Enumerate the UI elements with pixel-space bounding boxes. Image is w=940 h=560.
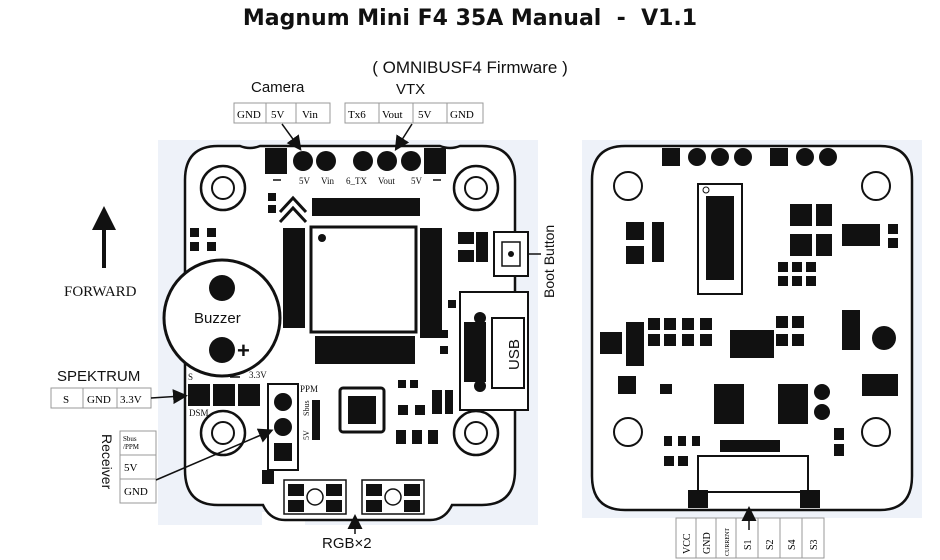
usb-port[interactable]: USB <box>459 291 529 411</box>
esc-pin-s4: S4 <box>787 539 798 550</box>
flight-controller-board: 5V Vin 6_TX Vout 5V <box>158 140 538 525</box>
vtx-pads: 6_TX Vout 5V <box>346 148 446 186</box>
spektrum-silk-s: S <box>188 372 193 382</box>
vtx-silk-5v: 5V <box>411 176 423 186</box>
receiver-pin-gnd: GND <box>124 486 148 498</box>
receiver-pads: PPM Sbus 5V <box>267 383 318 471</box>
spektrum-pin-table: S GND 3.3V <box>50 387 152 409</box>
buzzer-label: Buzzer <box>194 310 241 327</box>
camera-silk-vin: Vin <box>321 176 334 186</box>
forward-arrow: FORWARD <box>64 206 137 300</box>
esc-pin-gnd: GND <box>702 532 713 554</box>
esc-board <box>582 140 922 518</box>
esc-pin-vcc: VCC <box>682 533 693 554</box>
receiver-pin-sbus: Sbus /PPM <box>123 435 140 451</box>
boot-button-label: Boot Button <box>541 225 557 298</box>
receiver-silk-ppm: PPM <box>300 384 318 394</box>
vtx-pin-gnd: GND <box>450 109 474 121</box>
vtx-label: VTX <box>396 81 425 98</box>
camera-pin-vin: Vin <box>302 109 318 121</box>
esc-pin-s1: S1 <box>743 539 754 550</box>
receiver-silk-5v: 5V <box>302 430 311 440</box>
camera-pads: 5V Vin <box>265 148 336 186</box>
vtx-pin-table: Tx6 Vout 5V GND <box>344 102 484 124</box>
esc-pin-s2: S2 <box>765 539 776 550</box>
camera-pin-gnd: GND <box>237 109 261 121</box>
svg-text:+: + <box>237 338 250 363</box>
page-title: Magnum Mini F4 35A Manual - V1.1 <box>242 6 698 31</box>
receiver-pin-5v: 5V <box>124 462 138 474</box>
esc-pin-current: CURRENT <box>725 528 731 556</box>
camera-silk-5v: 5V <box>299 176 311 186</box>
spektrum-pads: S 3.3V DSM <box>188 370 267 418</box>
rgb-label: RGB×2 <box>322 535 372 552</box>
receiver-pin-table: Sbus /PPM 5V GND <box>119 430 157 504</box>
usb-label: USB <box>506 339 523 370</box>
spektrum-silk-dsm: DSM <box>189 408 209 418</box>
camera-label: Camera <box>251 79 305 96</box>
esc-pin-table: VCC GND CURRENT S1 S2 S4 S3 <box>675 517 825 559</box>
spektrum-pin-s: S <box>63 394 69 406</box>
spektrum-silk-3v3: 3.3V <box>249 370 267 380</box>
firmware-subtitle: ( OMNIBUSF4 Firmware ) <box>372 58 568 77</box>
mount-hole-tl <box>199 164 247 212</box>
forward-label: FORWARD <box>64 284 137 300</box>
vtx-silk-tx: 6_TX <box>346 176 367 186</box>
rgb-led-pads <box>283 479 425 515</box>
receiver-label: Receiver <box>99 434 115 490</box>
vtx-pin-vout: Vout <box>382 109 403 121</box>
spektrum-pin-3v3: 3.3V <box>120 394 142 406</box>
mount-hole-tr <box>452 164 500 212</box>
spektrum-label: SPEKTRUM <box>57 368 140 385</box>
vtx-silk-vout: Vout <box>378 176 395 186</box>
buzzer: Buzzer + <box>162 258 282 378</box>
camera-pin-table: GND 5V Vin <box>233 102 331 124</box>
boot-button[interactable] <box>493 231 529 277</box>
mount-hole-bl <box>199 409 247 457</box>
spektrum-pin-gnd: GND <box>87 394 111 406</box>
vtx-pin-5v: 5V <box>418 109 432 121</box>
mcu-chip <box>309 225 418 334</box>
camera-pin-5v: 5V <box>271 109 285 121</box>
vtx-pin-tx6: Tx6 <box>348 109 366 121</box>
esc-pin-s3: S3 <box>809 539 820 550</box>
receiver-silk-sbus: Sbus <box>302 400 311 416</box>
